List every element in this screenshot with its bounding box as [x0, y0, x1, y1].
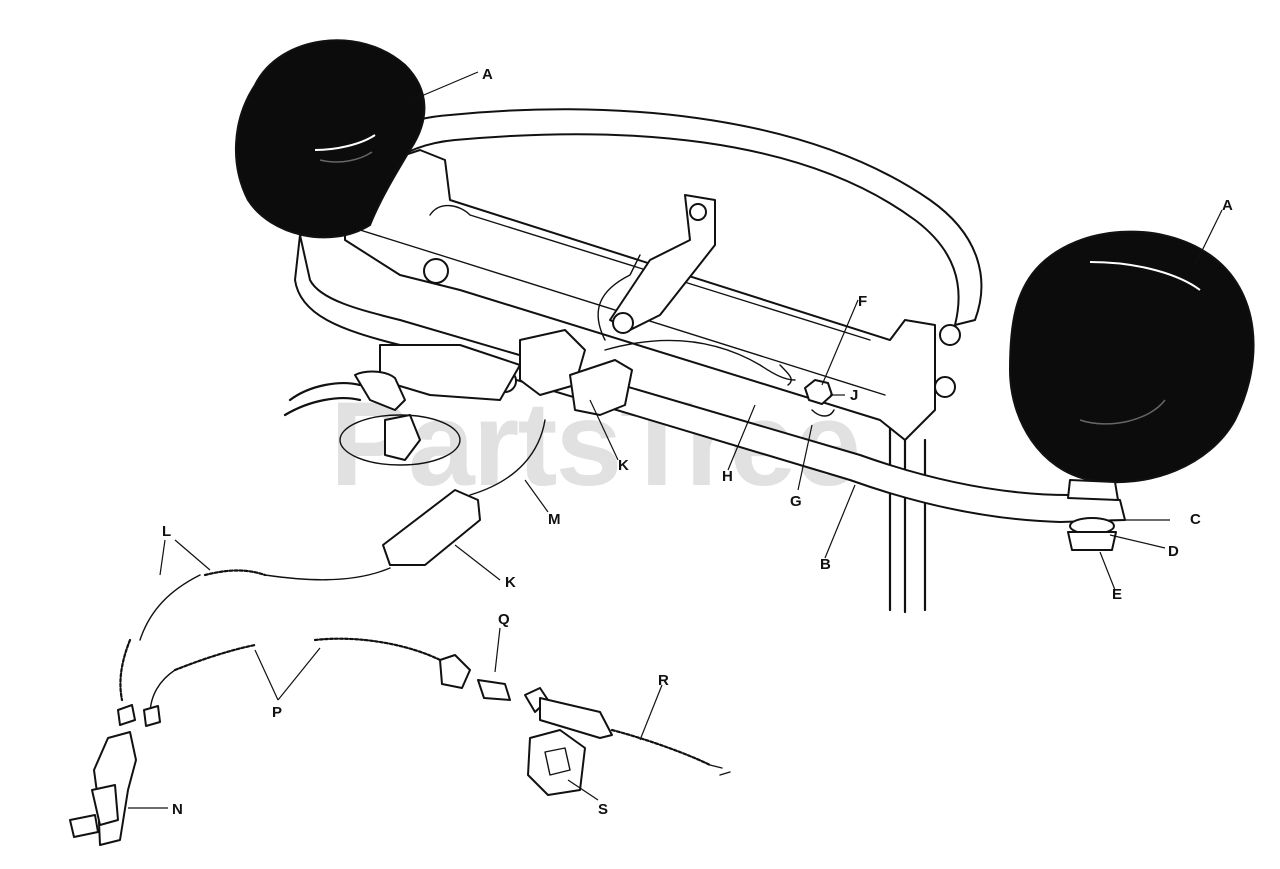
callout-e: E — [1112, 586, 1122, 603]
callout-d: D — [1168, 543, 1179, 560]
callout-p: P — [272, 704, 282, 721]
callout-j: J — [850, 387, 858, 404]
callout-a-right: A — [1222, 197, 1233, 214]
connector-upper-right — [569, 359, 633, 416]
fuse-holder-assembly — [313, 637, 731, 796]
fuse — [477, 679, 511, 701]
callout-k-upper: K — [618, 457, 629, 474]
callout-h: H — [722, 468, 733, 485]
headlight-right — [1008, 230, 1255, 551]
callout-q: Q — [498, 611, 510, 628]
callout-r: R — [658, 672, 669, 689]
connector-lower — [382, 489, 481, 566]
leader-lines — [128, 71, 1223, 809]
callout-c: C — [1190, 511, 1201, 528]
wire-harness — [264, 254, 796, 581]
callout-m: M — [548, 511, 561, 528]
mounting-bracket — [344, 149, 961, 441]
callout-f: F — [858, 293, 867, 310]
fuse-clip — [527, 729, 586, 796]
callout-s: S — [598, 801, 608, 818]
fuse-holder — [539, 697, 613, 739]
callout-k-lower: K — [505, 574, 516, 591]
callout-b: B — [820, 556, 831, 573]
callout-l: L — [162, 523, 171, 540]
callout-n: N — [172, 801, 183, 818]
headlight-left — [234, 39, 426, 239]
callout-g: G — [790, 493, 802, 510]
callout-labels: A A F J G H K M B C D E L K P Q R S N — [162, 66, 1233, 818]
ignition-switch-area — [283, 344, 521, 466]
callout-a-left: A — [482, 66, 493, 83]
toggle-switch-assembly — [69, 569, 267, 846]
